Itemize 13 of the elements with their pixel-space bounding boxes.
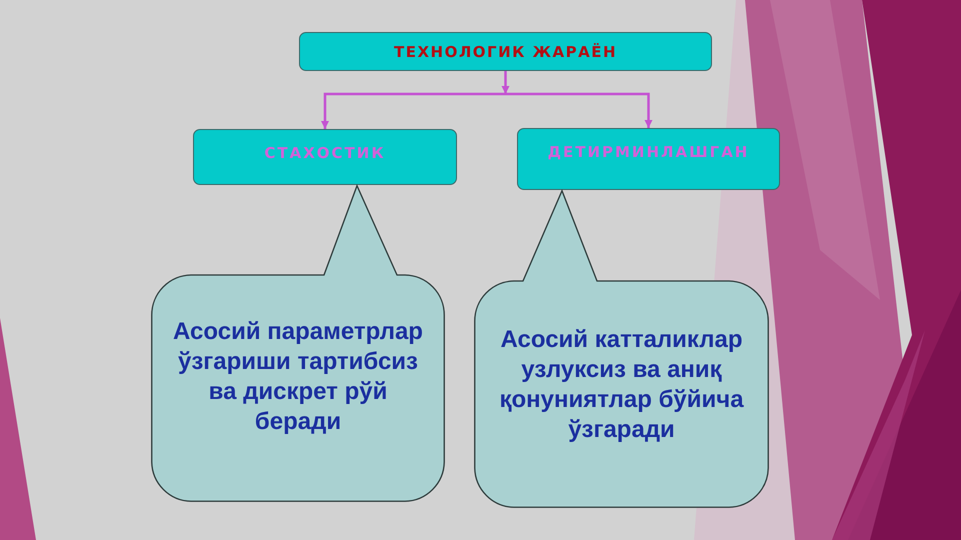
title-box <box>299 32 712 71</box>
category-box <box>517 128 780 190</box>
box-title: ТЕХНОЛОГИК ЖАРАЁН <box>394 42 618 60</box>
speech-bubble <box>151 185 445 502</box>
bubble-text: Асосий параметрлар ўзгариши тартибсиз ва дискрет рўй беради <box>172 317 424 437</box>
speech-bubble <box>474 190 769 508</box>
arrow <box>506 92 652 128</box>
category-label: СТАХОСТИК <box>264 144 386 162</box>
bubble-text: Асосий катталиклар узлуксиз ва аниқ қонуниятлар бўйича ўзгаради <box>498 325 745 445</box>
category-label: ДЕТИРМИНЛАШГАН <box>548 143 750 161</box>
arrow <box>321 92 506 129</box>
arrow <box>502 71 510 94</box>
category-box <box>193 129 457 185</box>
